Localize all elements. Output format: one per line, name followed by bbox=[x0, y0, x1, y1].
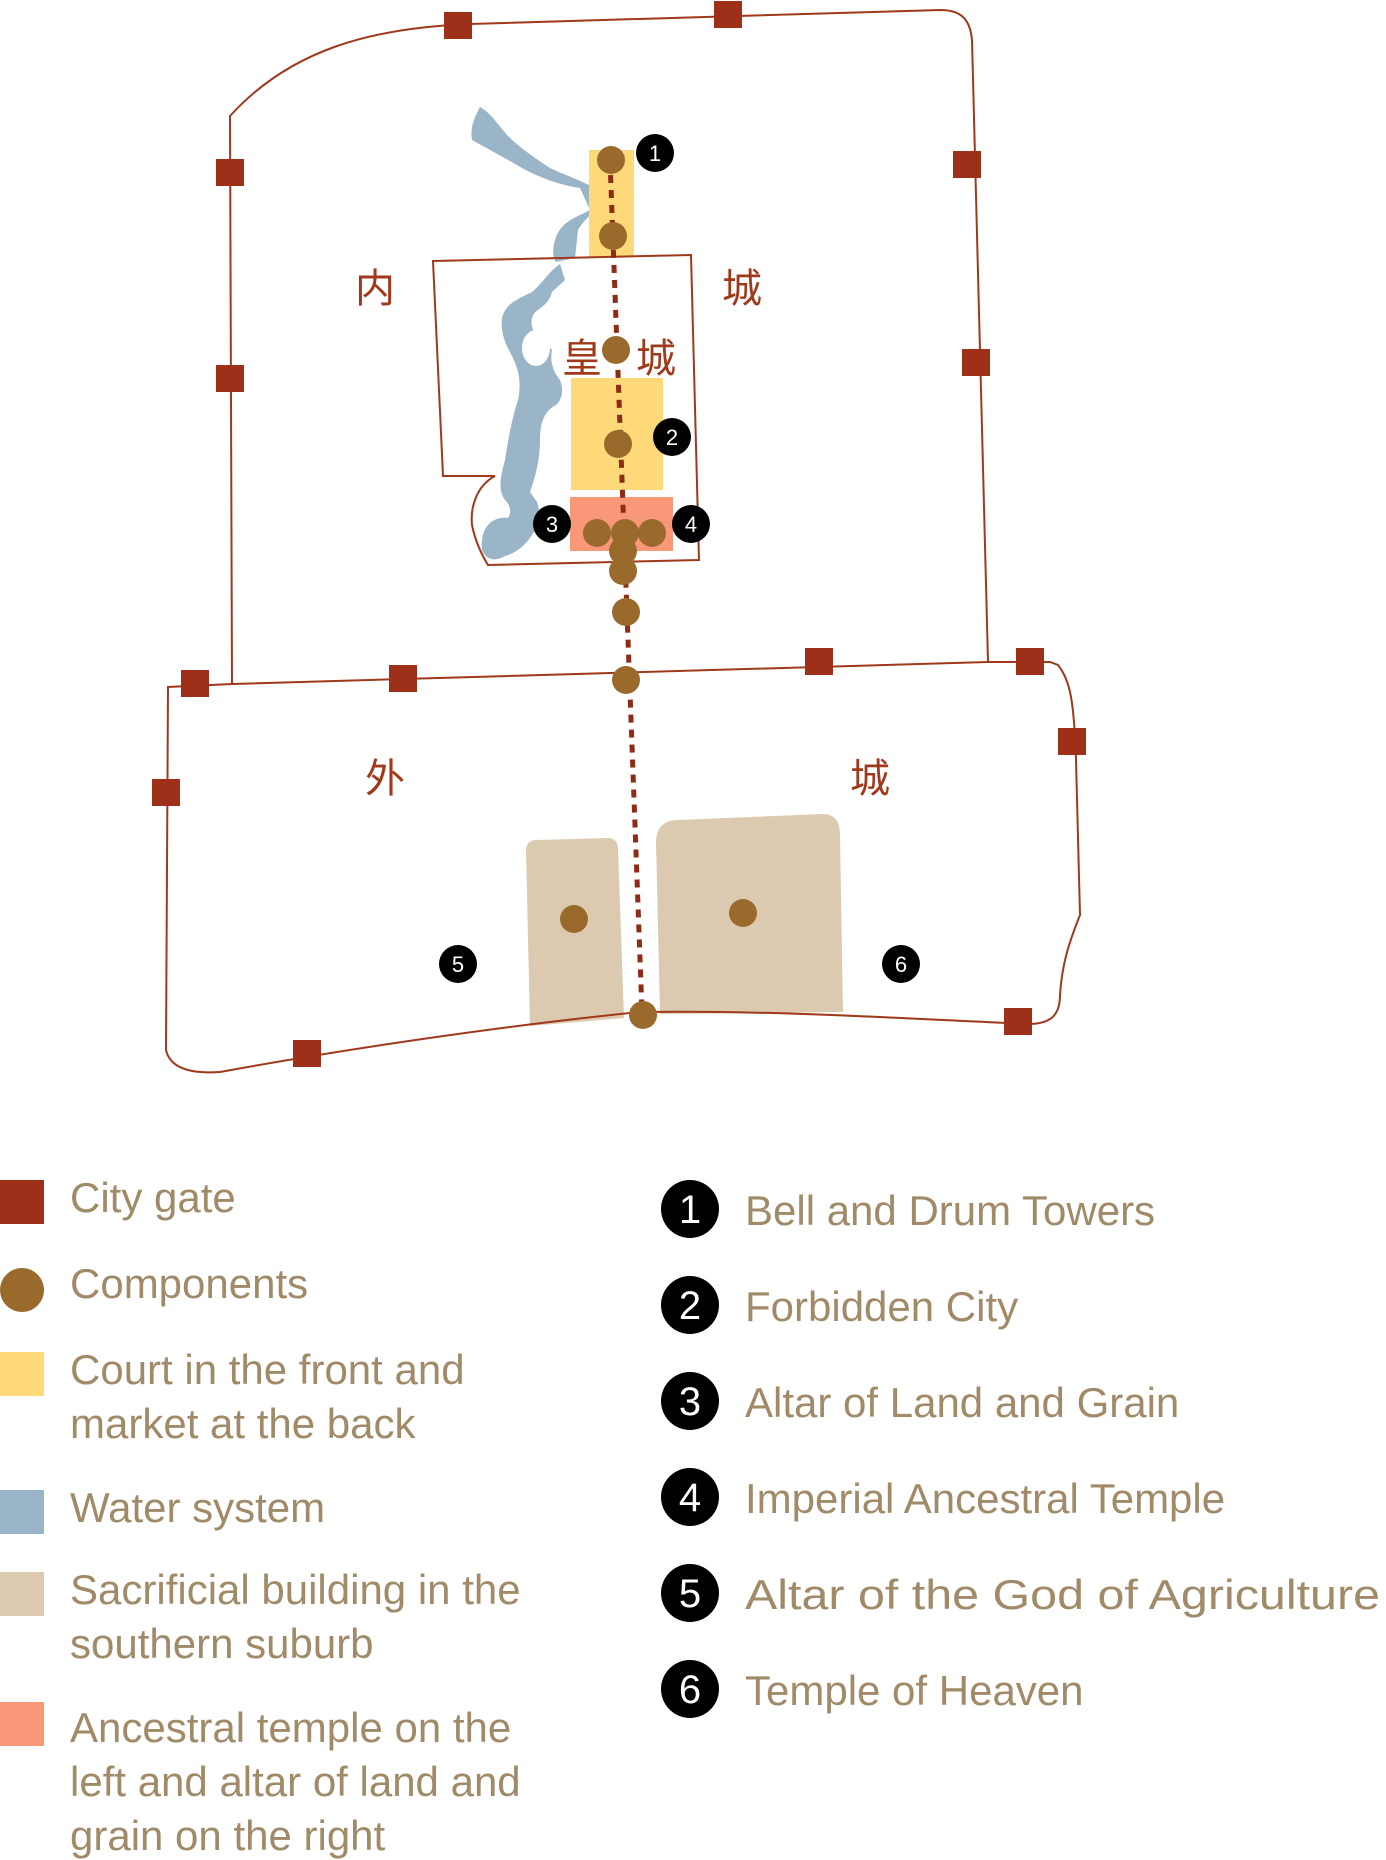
city-gate bbox=[181, 670, 209, 697]
legend-label-court-line2: market at the back bbox=[70, 1400, 416, 1447]
label-imperial-right: 城 bbox=[636, 336, 676, 382]
component-point bbox=[629, 1001, 657, 1029]
label-outer-left: 外 bbox=[365, 756, 405, 802]
label-inner-left: 内 bbox=[355, 266, 395, 312]
svg-text:4: 4 bbox=[685, 512, 697, 537]
map-marker-2: 2 bbox=[653, 418, 691, 456]
component-point bbox=[609, 537, 637, 565]
legend-item-2: 2 Forbidden City bbox=[661, 1276, 1018, 1334]
component-point bbox=[638, 519, 666, 547]
legend-item-4: 4 Imperial Ancestral Temple bbox=[661, 1468, 1225, 1526]
city-gate bbox=[1004, 1008, 1032, 1035]
legend-swatch-ancestral bbox=[0, 1702, 44, 1746]
city-gate bbox=[389, 665, 417, 692]
svg-text:3: 3 bbox=[679, 1380, 701, 1424]
legend-left: City gate Components Court in the front … bbox=[0, 1174, 521, 1859]
legend-label-ancestral-line1: Ancestral temple on the bbox=[70, 1704, 511, 1751]
legend-label-sacrificial-line2: southern suburb bbox=[70, 1620, 374, 1667]
label-inner-right: 城 bbox=[722, 266, 762, 312]
city-gate bbox=[293, 1040, 321, 1067]
city-gate bbox=[152, 779, 180, 806]
component-point bbox=[602, 336, 630, 364]
outer-city-wall bbox=[164, 661, 1082, 1074]
map-marker-3: 3 bbox=[533, 505, 571, 543]
svg-text:1: 1 bbox=[679, 1188, 701, 1232]
legend-label-ancestral-line3: grain on the right bbox=[70, 1812, 386, 1859]
component-point bbox=[604, 430, 632, 458]
imperial-city-wall bbox=[431, 253, 701, 567]
svg-text:5: 5 bbox=[679, 1572, 701, 1616]
map-marker-1: 1 bbox=[636, 134, 674, 172]
legend-label-ancestral-temple: Imperial Ancestral Temple bbox=[745, 1475, 1225, 1522]
inner-city-wall bbox=[228, 8, 989, 685]
legend-label-altar-agriculture: Altar of the God of Agriculture bbox=[745, 1571, 1380, 1618]
legend-swatch-city-gate bbox=[0, 1180, 44, 1224]
legend-item-5: 5 Altar of the God of Agriculture bbox=[661, 1564, 1380, 1622]
component-point bbox=[612, 666, 640, 694]
legend-label-ancestral-line2: left and altar of land and bbox=[70, 1758, 521, 1805]
central-axis-line bbox=[607, 159, 645, 1013]
city-gate bbox=[1058, 728, 1086, 755]
svg-text:2: 2 bbox=[679, 1284, 701, 1328]
legend-swatch-sacrificial bbox=[0, 1572, 44, 1616]
legend-label-court-line1: Court in the front and bbox=[70, 1346, 465, 1393]
label-outer-right: 城 bbox=[850, 756, 890, 802]
water-system-island bbox=[522, 330, 550, 366]
component-point bbox=[612, 598, 640, 626]
legend-item-6: 6 Temple of Heaven bbox=[661, 1660, 1084, 1718]
legend-right: 1 Bell and Drum Towers 2 Forbidden City … bbox=[661, 1180, 1380, 1718]
components bbox=[560, 146, 757, 1029]
city-gate bbox=[953, 151, 981, 178]
legend-item-1: 1 Bell and Drum Towers bbox=[661, 1180, 1155, 1238]
city-gate bbox=[1016, 648, 1044, 675]
map-marker-4: 4 bbox=[672, 505, 710, 543]
map-marker-5: 5 bbox=[439, 945, 477, 983]
legend-swatch-components bbox=[0, 1268, 44, 1312]
map-marker-6: 6 bbox=[882, 945, 920, 983]
legend-item-3: 3 Altar of Land and Grain bbox=[661, 1372, 1179, 1430]
svg-text:4: 4 bbox=[679, 1476, 701, 1520]
legend-label-components: Components bbox=[70, 1260, 308, 1307]
water-system-middle-south-lakes bbox=[481, 264, 565, 560]
city-gate bbox=[444, 12, 472, 39]
component-point bbox=[729, 899, 757, 927]
legend-label-forbidden-city: Forbidden City bbox=[745, 1283, 1018, 1330]
legend-label-city-gate: City gate bbox=[70, 1174, 236, 1221]
city-gate bbox=[805, 648, 833, 675]
city-gate bbox=[962, 349, 990, 376]
component-point bbox=[599, 222, 627, 250]
svg-text:1: 1 bbox=[649, 141, 661, 166]
component-point bbox=[560, 905, 588, 933]
svg-text:2: 2 bbox=[666, 425, 678, 450]
legend-label-temple-heaven: Temple of Heaven bbox=[745, 1667, 1084, 1714]
svg-text:6: 6 bbox=[679, 1668, 701, 1712]
legend-label-water: Water system bbox=[70, 1484, 325, 1531]
city-gate bbox=[216, 159, 244, 186]
water-system-north-lake bbox=[471, 107, 600, 262]
legend-swatch-court bbox=[0, 1352, 44, 1396]
legend-label-altar-land-grain: Altar of Land and Grain bbox=[745, 1379, 1179, 1426]
label-imperial-left: 皇 bbox=[562, 336, 602, 382]
legend-label-sacrificial-line1: Sacrificial building in the bbox=[70, 1566, 521, 1613]
legend-swatch-water bbox=[0, 1490, 44, 1534]
svg-text:5: 5 bbox=[452, 952, 464, 977]
component-point bbox=[583, 519, 611, 547]
svg-text:3: 3 bbox=[546, 512, 558, 537]
city-gate bbox=[216, 365, 244, 392]
city-gate bbox=[714, 1, 742, 28]
city-gates bbox=[152, 1, 1086, 1067]
component-point bbox=[609, 557, 637, 585]
component-point bbox=[597, 146, 625, 174]
svg-text:6: 6 bbox=[895, 952, 907, 977]
legend-label-bell-drum: Bell and Drum Towers bbox=[745, 1187, 1155, 1234]
